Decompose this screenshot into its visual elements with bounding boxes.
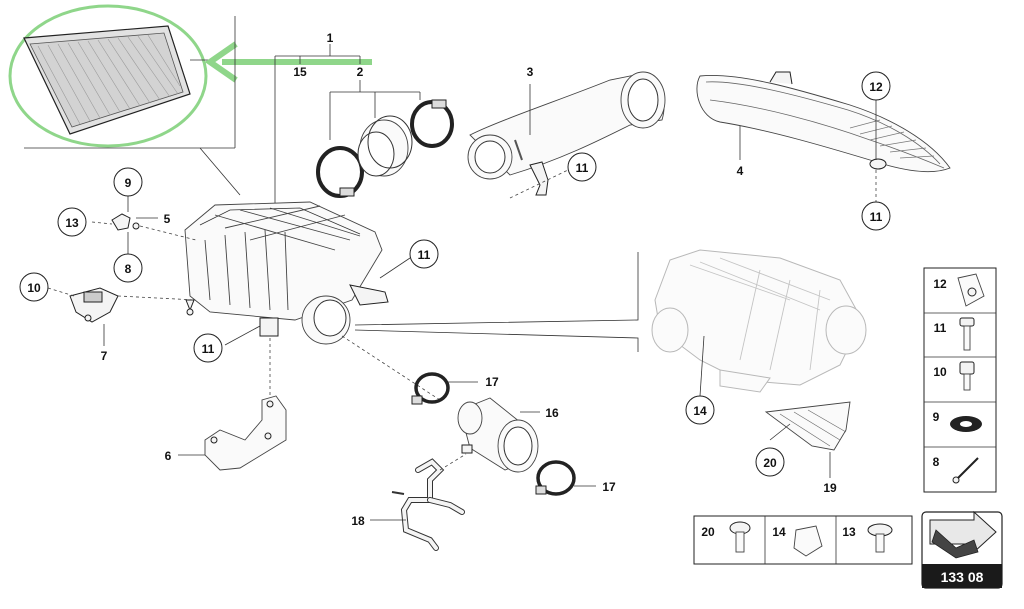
legend-bottom: 20 14 13 bbox=[693, 515, 913, 565]
air-duct[interactable] bbox=[696, 71, 951, 173]
rivet-icon bbox=[952, 457, 979, 484]
page-number: 133 08 bbox=[941, 569, 984, 585]
vent-line-18[interactable] bbox=[391, 458, 465, 551]
svg-text:11: 11 bbox=[418, 248, 431, 262]
connector-item-7[interactable] bbox=[69, 287, 119, 323]
legend-label-14: 14 bbox=[772, 525, 786, 539]
svg-text:9: 9 bbox=[125, 176, 132, 190]
callout-2: 2 bbox=[357, 65, 364, 79]
sensor-item-5[interactable] bbox=[111, 213, 140, 231]
page-badge: 133 08 bbox=[921, 510, 1003, 589]
clip-icon bbox=[793, 525, 823, 557]
leader-11-d bbox=[224, 325, 261, 346]
callout-circle-9: 9 bbox=[113, 167, 143, 197]
ghost-leader-a bbox=[354, 252, 639, 326]
callout-16: 16 bbox=[545, 406, 559, 420]
callout-3: 3 bbox=[527, 65, 534, 79]
intake-pipe[interactable] bbox=[467, 71, 666, 196]
svg-text:8: 8 bbox=[125, 262, 132, 276]
svg-text:13: 13 bbox=[65, 216, 79, 230]
callout-circle-11-d: 11 bbox=[193, 333, 223, 363]
hose-clamp-17-lower[interactable] bbox=[535, 460, 576, 496]
callout-circle-11-c: 11 bbox=[409, 239, 439, 269]
air-filter-element[interactable] bbox=[8, 4, 208, 148]
callout-4: 4 bbox=[737, 164, 744, 178]
ghost-leader-b bbox=[354, 329, 639, 352]
leader-14 bbox=[699, 335, 705, 397]
svg-text:11: 11 bbox=[576, 161, 589, 175]
leader-7-dash bbox=[117, 295, 197, 301]
callout-17-a: 17 bbox=[485, 375, 499, 389]
leader-13 bbox=[91, 221, 113, 225]
hose-clamp-17-upper[interactable] bbox=[411, 372, 450, 405]
legend-label-8: 8 bbox=[933, 455, 940, 469]
ghost-assembly-view bbox=[651, 249, 867, 393]
legend-right: 12 11 10 9 8 bbox=[923, 267, 997, 493]
legend-label-20: 20 bbox=[701, 525, 715, 539]
hose-clamps-and-seal[interactable] bbox=[316, 80, 454, 198]
highlight-ellipse bbox=[8, 4, 208, 148]
svg-text:20: 20 bbox=[763, 456, 777, 470]
air-mass-hose-16[interactable] bbox=[457, 397, 539, 473]
svg-text:12: 12 bbox=[869, 80, 883, 94]
leader-10 bbox=[47, 287, 75, 297]
svg-text:14: 14 bbox=[693, 404, 707, 418]
highlight-arrow-icon bbox=[204, 41, 372, 83]
leader-5-dash bbox=[139, 225, 197, 241]
legend-label-10: 10 bbox=[933, 365, 947, 379]
air-box-housing[interactable] bbox=[184, 201, 389, 345]
clip-nut-icon bbox=[957, 273, 985, 307]
svg-text:11: 11 bbox=[870, 210, 883, 224]
callout-circle-13-main: 13 bbox=[57, 207, 87, 237]
bolt-icon bbox=[959, 361, 975, 391]
callout-19: 19 bbox=[823, 481, 837, 495]
expanding-rivet-icon bbox=[729, 521, 751, 553]
screw-icon bbox=[959, 317, 975, 351]
legend-label-11: 11 bbox=[934, 321, 947, 335]
svg-text:11: 11 bbox=[202, 342, 215, 356]
legend-label-13: 13 bbox=[842, 525, 856, 539]
leader-11-c bbox=[379, 257, 411, 279]
callout-circle-14: 14 bbox=[685, 395, 715, 425]
callout-circle-11-a: 11 bbox=[567, 152, 597, 182]
callout-6: 6 bbox=[165, 449, 172, 463]
callout-circle-8: 8 bbox=[113, 253, 143, 283]
legend-label-9: 9 bbox=[933, 410, 940, 424]
callout-17-b: 17 bbox=[602, 480, 616, 494]
callout-5: 5 bbox=[164, 212, 171, 226]
leader-20 bbox=[769, 423, 791, 441]
callout-circle-20: 20 bbox=[755, 447, 785, 477]
legend-label-12: 12 bbox=[933, 277, 947, 291]
dash-18-16 bbox=[439, 453, 467, 471]
page-arrow-icon bbox=[929, 510, 997, 559]
dash-to-16 bbox=[341, 335, 441, 401]
leader-11-a bbox=[509, 169, 569, 199]
washer-icon bbox=[950, 416, 982, 432]
heat-shield-19[interactable] bbox=[764, 401, 851, 451]
callout-circle-10: 10 bbox=[19, 272, 49, 302]
callout-circle-11-b: 11 bbox=[861, 201, 891, 231]
callout-1: 1 bbox=[327, 31, 334, 45]
callout-circle-12-top: 12 bbox=[861, 71, 891, 101]
leaders-1-15-2 bbox=[24, 16, 361, 210]
mounting-bracket[interactable] bbox=[204, 395, 287, 471]
callout-18: 18 bbox=[351, 514, 365, 528]
svg-text:10: 10 bbox=[27, 281, 41, 295]
callout-7: 7 bbox=[101, 349, 108, 363]
callout-15: 15 bbox=[293, 65, 307, 79]
screw-with-washer-icon bbox=[867, 523, 893, 553]
